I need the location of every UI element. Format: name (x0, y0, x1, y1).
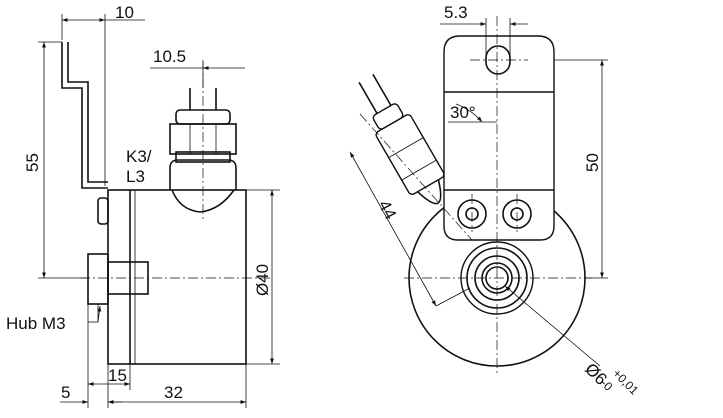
dim-50: 50 (583, 153, 602, 172)
mounting-bracket (61, 42, 108, 189)
side-view (38, 14, 280, 408)
bracket-screw (97, 197, 109, 225)
front-view (349, 16, 608, 375)
dim-10: 10 (115, 3, 134, 22)
dim-44: 44 (374, 197, 400, 223)
dim-5-3: 5.3 (444, 3, 468, 22)
dim-10-5: 10.5 (153, 47, 186, 66)
hub-label: Hub M3 (6, 314, 66, 333)
dim-5: 5 (61, 383, 70, 402)
dim-32: 32 (164, 383, 183, 402)
encoder-housing (107, 189, 247, 365)
dim-15: 15 (108, 366, 127, 385)
dim-diameter-40: Ø40 (253, 264, 272, 296)
cable-code-l3: L3 (126, 167, 145, 186)
dim-55: 55 (23, 153, 42, 172)
mounting-plate (443, 35, 555, 241)
dim-30-degrees: 30° (450, 103, 476, 122)
front-cable-gland (358, 73, 445, 205)
shaft-hub (87, 253, 109, 305)
cable-code-k3: K3/ (126, 147, 152, 166)
